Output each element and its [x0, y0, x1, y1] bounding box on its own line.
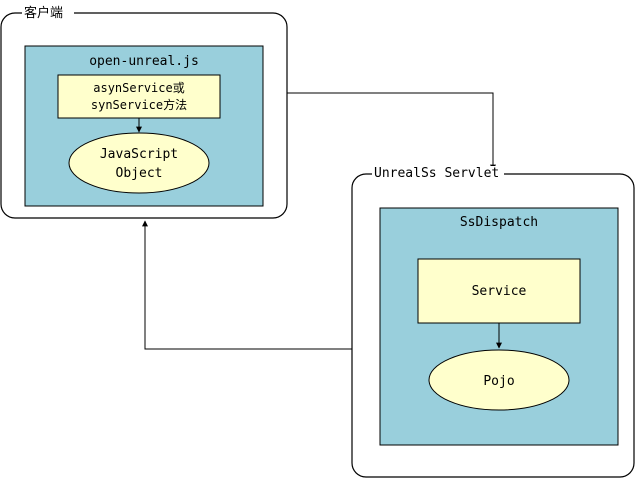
server-container: UnrealSs Servlet SsDispatch Service Pojo — [351, 166, 635, 478]
object-ellipse-line1: JavaScript — [100, 147, 178, 162]
service-box-label: Service — [472, 284, 527, 299]
dispatch-label: SsDispatch — [460, 215, 538, 230]
server-title-mask — [372, 166, 504, 180]
object-ellipse-line2: Object — [116, 166, 163, 181]
method-box-line1: asynService或 — [93, 81, 184, 95]
method-box — [57, 74, 221, 119]
method-box-line2: synService方法 — [91, 97, 187, 112]
client-container: 客户端 open-unreal.js asynService或 synServi… — [0, 5, 288, 219]
client-title: 客户端 — [24, 5, 63, 21]
client-title-mask — [22, 6, 74, 20]
object-ellipse — [68, 132, 210, 194]
client-to-server-arrow — [287, 92, 496, 171]
client-module-label: open-unreal.js — [89, 54, 199, 69]
service-box — [417, 258, 581, 324]
pojo-ellipse — [428, 349, 570, 411]
server-title: UnrealSs Servlet — [374, 166, 499, 181]
server-to-client-arrow — [142, 220, 352, 350]
pojo-ellipse-label: Pojo — [483, 374, 514, 389]
